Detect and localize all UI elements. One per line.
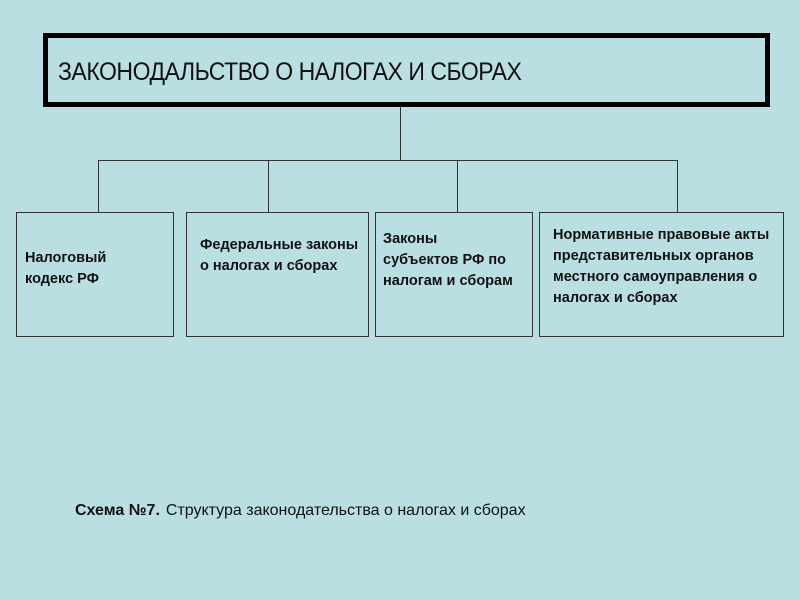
connector (457, 160, 458, 212)
caption-text: Структура законодательства о налогах и с… (165, 502, 526, 519)
connector (400, 107, 401, 160)
connector (677, 160, 678, 212)
node-tax-code: Налоговый кодекс РФ (16, 212, 174, 337)
connector (268, 160, 269, 212)
root-node: ЗАКОНОДАЛЬСТВО О НАЛОГАХ И СБОРАХ (43, 33, 770, 107)
caption-label: Схема №7. (75, 502, 160, 519)
caption: Схема №7. Структура законодательства о на… (75, 502, 526, 520)
node-label: Налоговый кодекс РФ (25, 250, 107, 287)
node-label: Нормативные правовые акты представительн… (553, 227, 770, 306)
node-label: Федеральные законы о налогах и сборах (200, 237, 359, 274)
root-title: ЗАКОНОДАЛЬСТВО О НАЛОГАХ И СБОРАХ (58, 58, 522, 86)
connector (98, 160, 99, 212)
node-federal-laws: Федеральные законы о налогах и сборах (186, 212, 369, 337)
connector (98, 160, 678, 161)
node-label: Законы субъектов РФ по налогам и сборам (383, 231, 513, 289)
node-municipal-acts: Нормативные правовые акты представительн… (539, 212, 784, 337)
node-regional-laws: Законы субъектов РФ по налогам и сборам (375, 212, 533, 337)
